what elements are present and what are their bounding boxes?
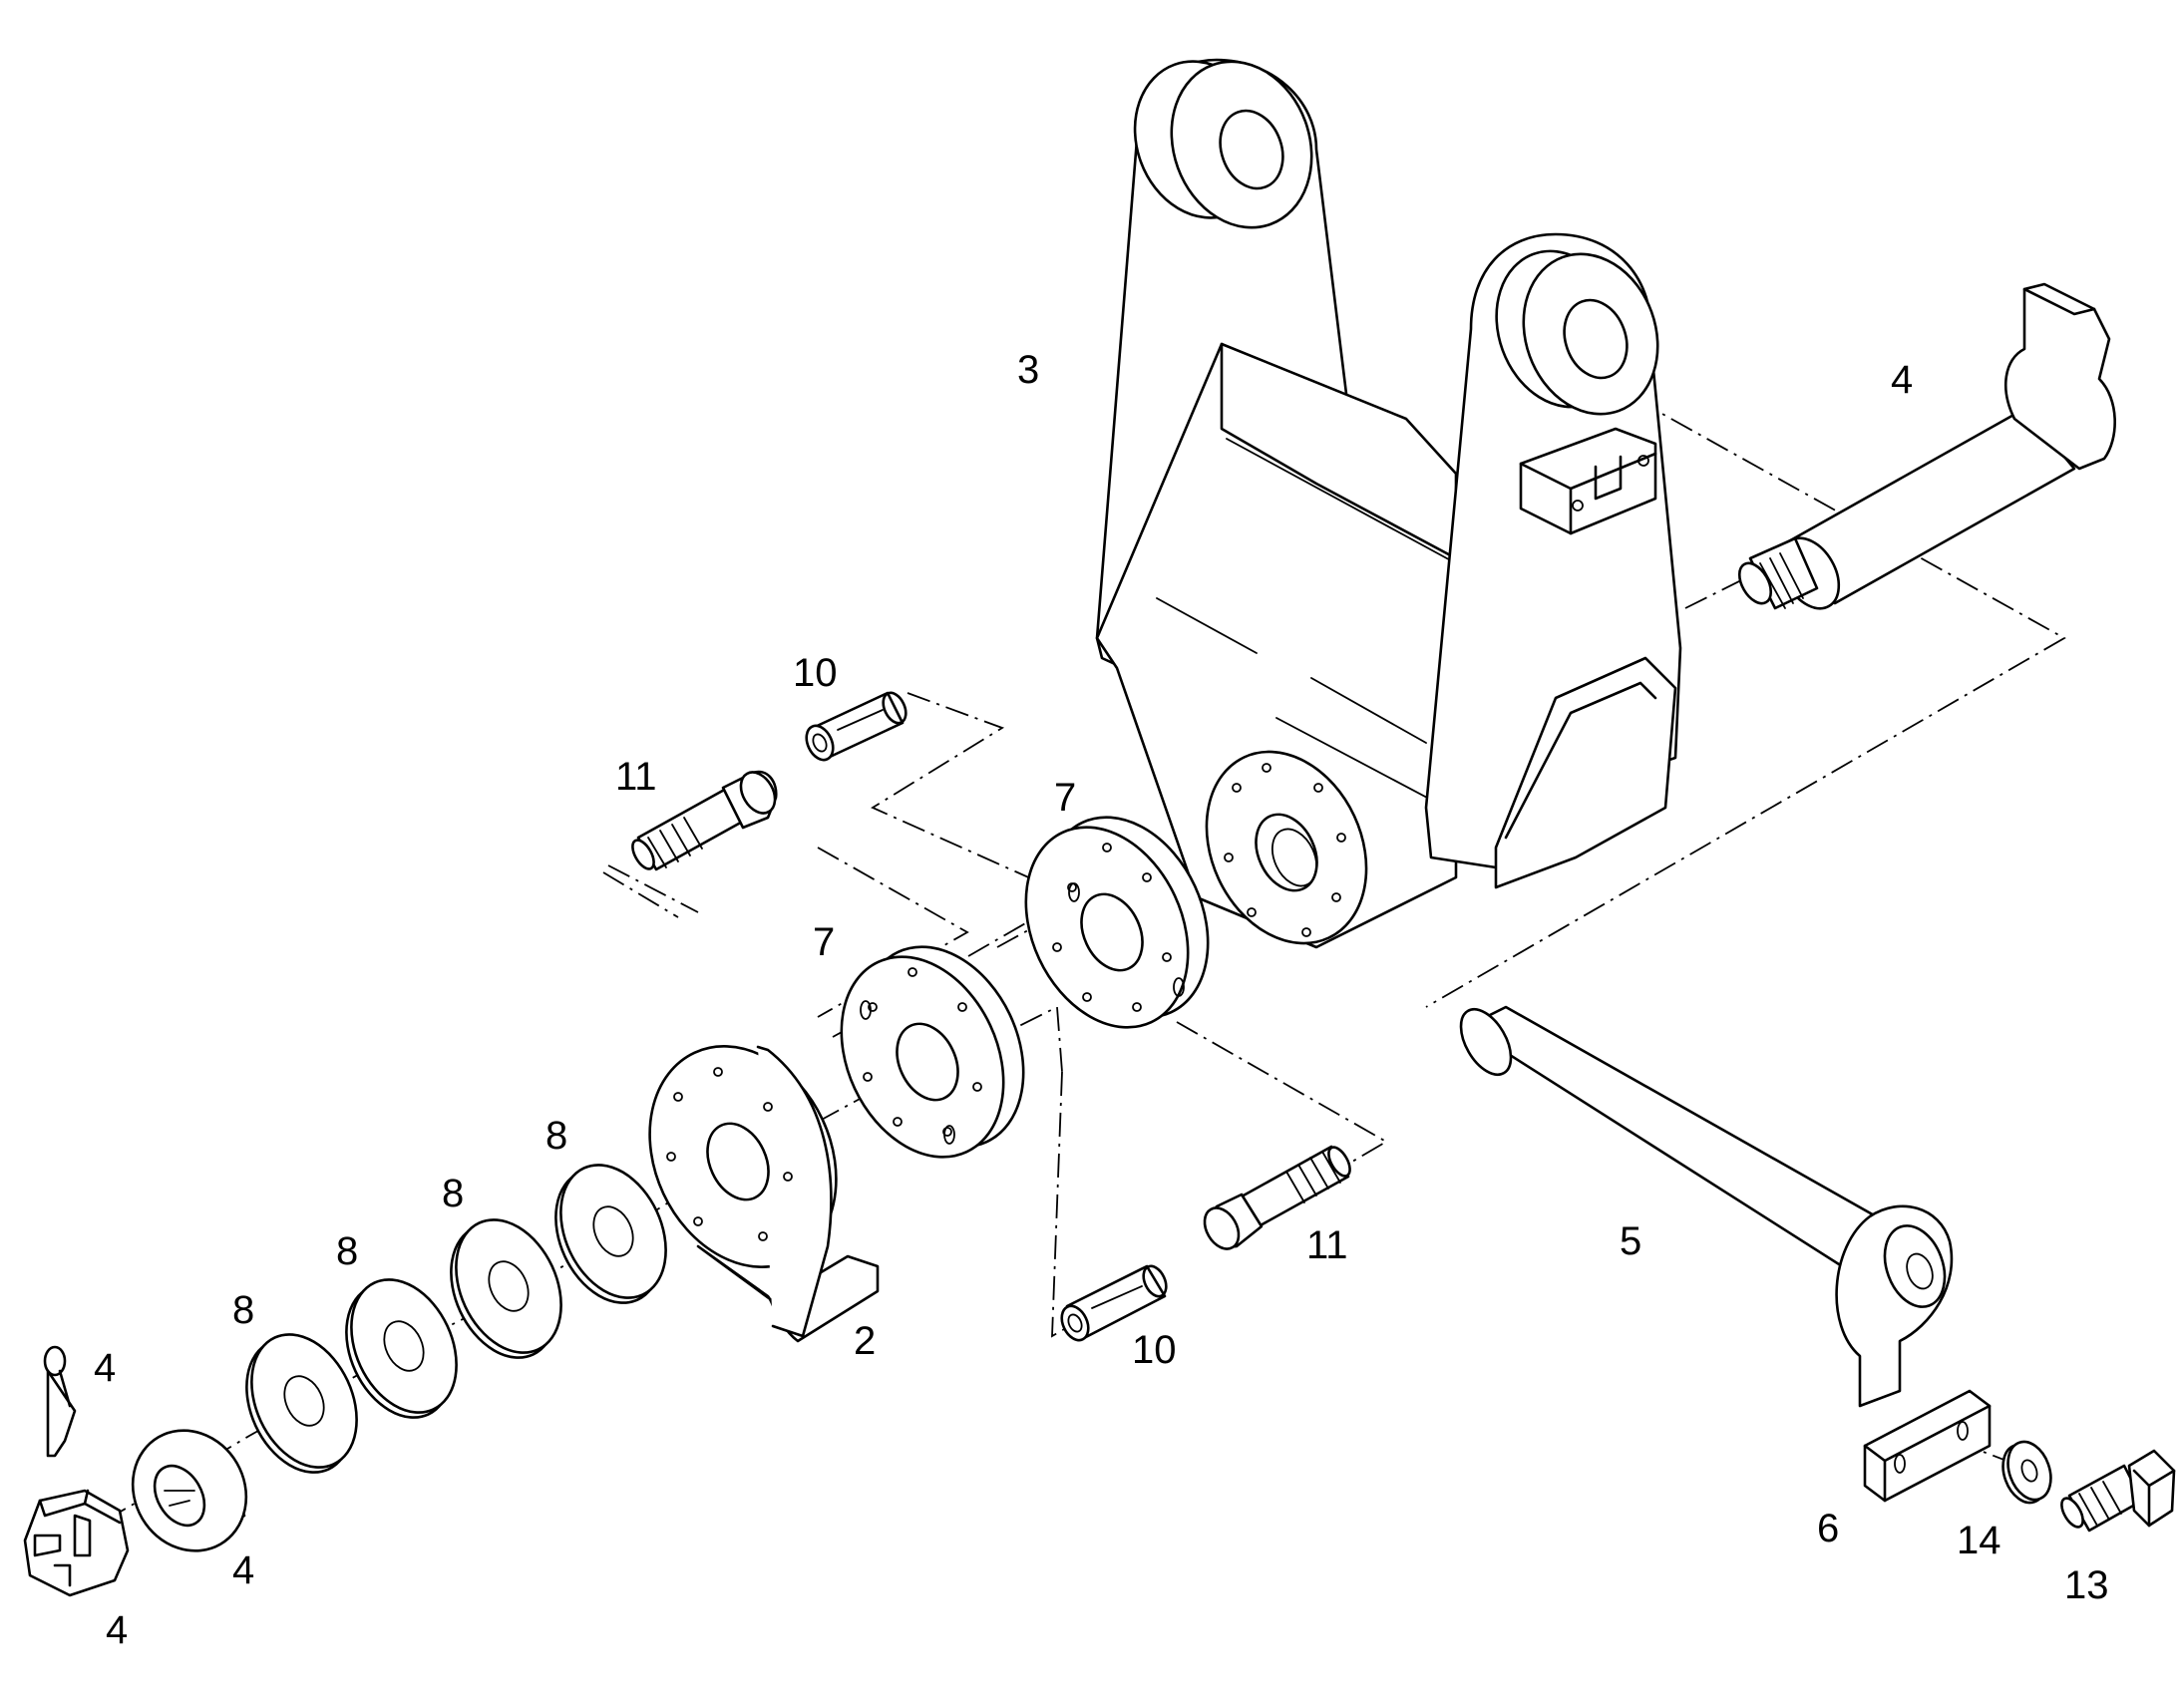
label-3: 3 xyxy=(1017,348,1039,392)
label-2: 2 xyxy=(854,1319,876,1363)
label-8-d: 8 xyxy=(545,1114,567,1158)
label-5: 5 xyxy=(1620,1219,1641,1263)
label-11-bottom: 11 xyxy=(1306,1223,1348,1267)
label-4-washer: 4 xyxy=(232,1548,254,1592)
washer-part-8-b xyxy=(345,1278,458,1419)
lock-plate-part-6 xyxy=(1863,1389,1992,1503)
callout-labels: 3 4 10 11 7 7 8 8 8 8 4 4 4 2 11 10 5 6 … xyxy=(94,348,2109,1652)
label-4-pin: 4 xyxy=(1891,358,1913,402)
label-7-lower: 7 xyxy=(813,920,835,964)
flange-part-7-upper xyxy=(1024,816,1210,1029)
label-4-nut: 4 xyxy=(106,1608,128,1652)
label-4-cotter: 4 xyxy=(94,1346,116,1390)
label-6: 6 xyxy=(1817,1507,1839,1550)
washer-part-14 xyxy=(2001,1440,2052,1505)
label-10-top: 10 xyxy=(793,651,838,695)
hex-bolt-part-13 xyxy=(2060,1449,2176,1533)
label-8-b: 8 xyxy=(336,1229,358,1273)
cotter-pin-part-4 xyxy=(43,1345,77,1458)
label-14: 14 xyxy=(1957,1519,2001,1562)
socket-screw-part-11-bottom xyxy=(1203,1145,1351,1250)
pin-part-5 xyxy=(1459,1005,1954,1408)
label-8-a: 8 xyxy=(232,1288,254,1332)
bracket-part-3 xyxy=(1095,58,1682,949)
l-bracket-part-2 xyxy=(648,1045,880,1343)
label-10-bottom: 10 xyxy=(1132,1328,1177,1372)
label-8-c: 8 xyxy=(442,1172,464,1215)
washer-part-8-d xyxy=(554,1164,667,1304)
label-11-top: 11 xyxy=(615,755,657,799)
label-7-upper: 7 xyxy=(1054,776,1076,820)
washer-part-8-a xyxy=(245,1333,358,1474)
castle-nut-part-4 xyxy=(23,1489,130,1597)
socket-screw-part-11-top xyxy=(631,770,778,871)
label-13: 13 xyxy=(2064,1563,2109,1607)
flange-part-7-lower xyxy=(840,945,1025,1159)
pin-part-4 xyxy=(1737,282,2116,610)
roll-pin-part-10-top xyxy=(805,691,908,762)
washer-part-8-c xyxy=(450,1218,562,1359)
roll-pin-part-10-bottom xyxy=(1060,1264,1168,1342)
spacer-part-4 xyxy=(131,1429,248,1552)
